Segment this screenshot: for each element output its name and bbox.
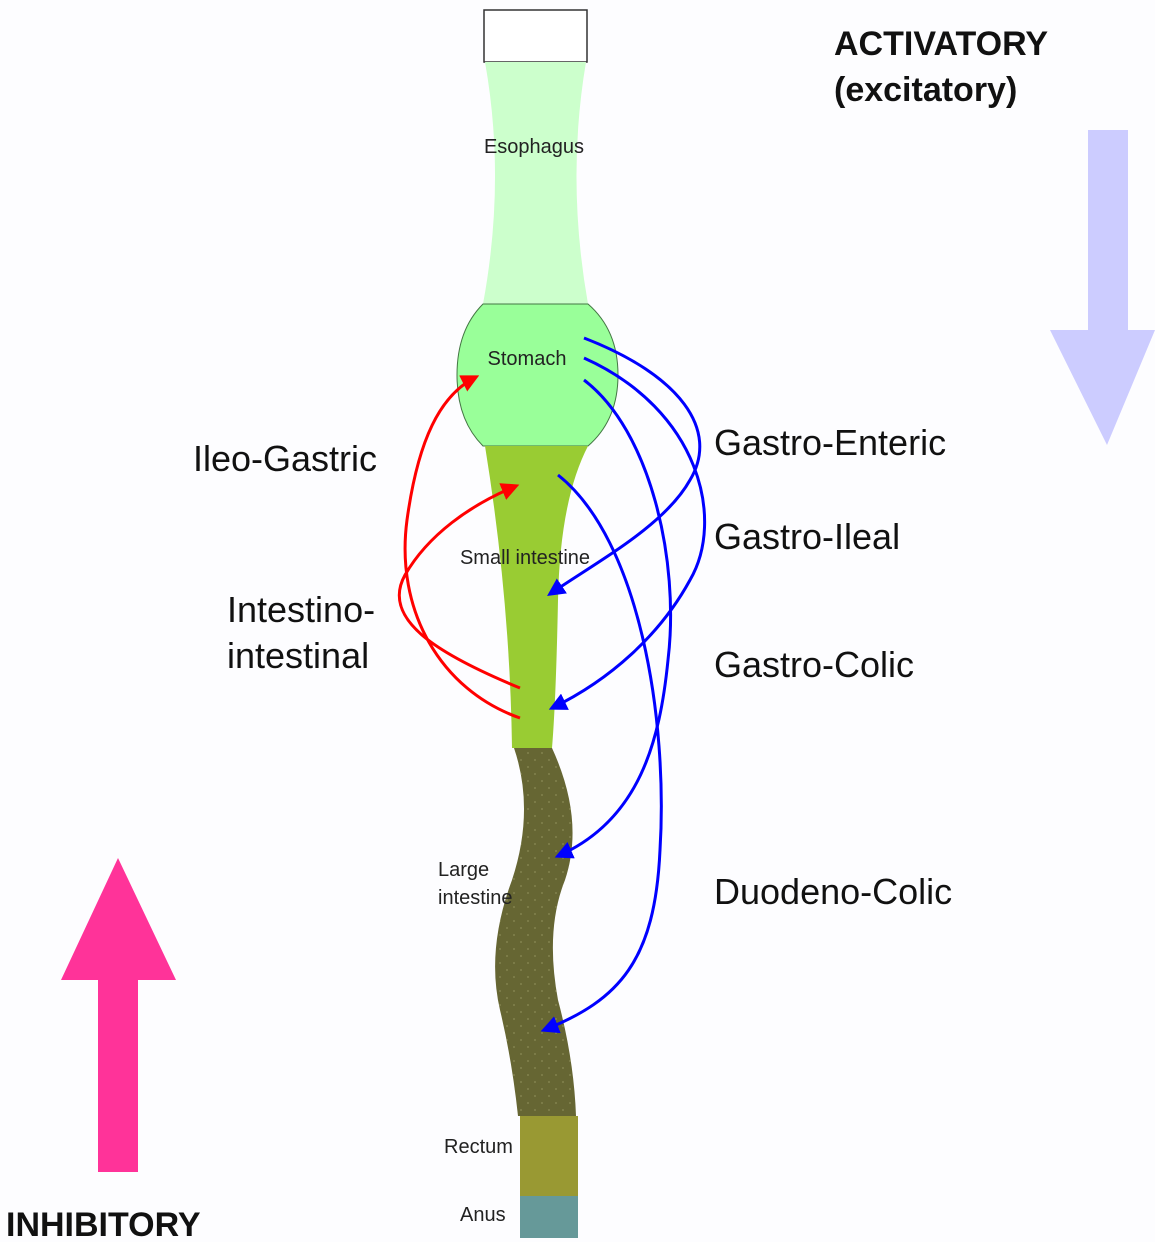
esophagus-cap <box>484 10 587 62</box>
stomach <box>457 304 618 446</box>
activatory-label-line1: ACTIVATORY <box>834 25 1048 63</box>
rectum <box>520 1116 578 1196</box>
large-intestine-label-line2: intestine <box>438 887 513 909</box>
intestino-intestinal-label-line1: Intestino- <box>227 589 375 630</box>
inhibitory-direction-arrow <box>61 858 176 1172</box>
gastro-ileal-label: Gastro-Ileal <box>714 516 900 557</box>
stomach-label: Stomach <box>488 348 567 370</box>
large-intestine-label-line1: Large <box>438 859 489 881</box>
anus <box>520 1196 578 1238</box>
intestino-intestinal-label-line2: intestinal <box>227 635 369 676</box>
ileo-gastric-label: Ileo-Gastric <box>193 438 377 479</box>
gastro-enteric-label: Gastro-Enteric <box>714 422 946 463</box>
activatory-direction-arrow <box>1050 130 1155 445</box>
small-intestine-label: Small intestine <box>460 547 590 569</box>
activatory-label-line2: (excitatory) <box>834 71 1017 109</box>
esophagus-label: Esophagus <box>484 136 584 158</box>
inhibitory-label: INHIBITORY <box>6 1206 201 1242</box>
gastro-colic-label: Gastro-Colic <box>714 644 914 685</box>
anus-label: Anus <box>460 1204 506 1226</box>
large-intestine-texture <box>495 748 576 1116</box>
duodeno-colic-label: Duodeno-Colic <box>714 871 952 912</box>
rectum-label: Rectum <box>444 1136 513 1158</box>
esophagus <box>483 62 588 304</box>
